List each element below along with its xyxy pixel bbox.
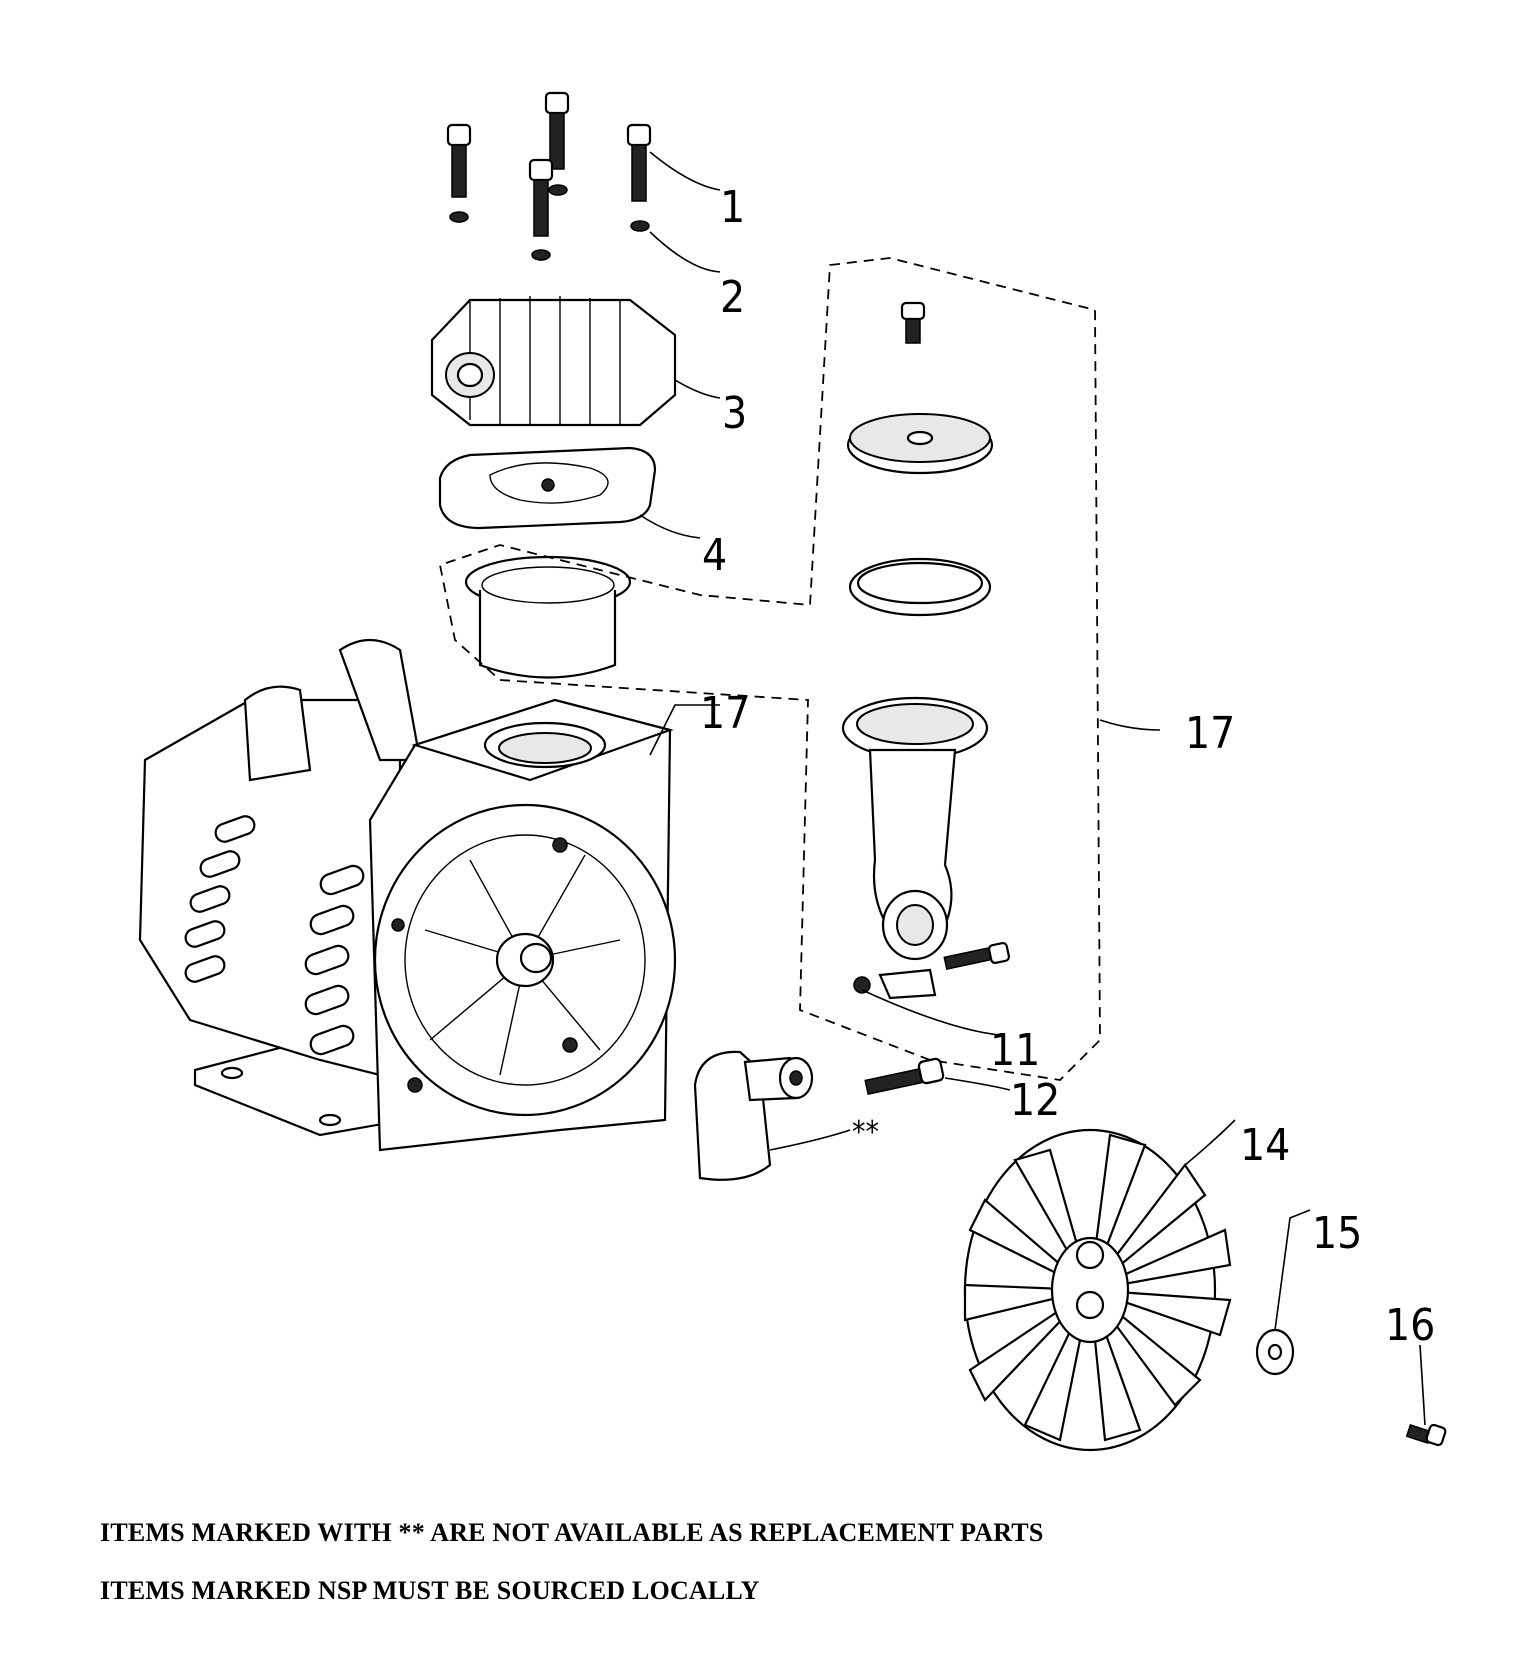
- bolt-c: [626, 123, 652, 202]
- motor-crankcase-assembly: [138, 639, 677, 1152]
- valve-plate: [438, 446, 657, 530]
- callout-15: 15: [1312, 1208, 1362, 1259]
- callout-14: 14: [1240, 1120, 1290, 1171]
- callout-16: 16: [1385, 1300, 1435, 1351]
- rod-bolt: [943, 941, 1011, 970]
- piston-cup: [848, 557, 992, 617]
- fan-washer: [1255, 1328, 1295, 1376]
- bolt-b: [544, 91, 570, 170]
- cooling-fan: [963, 1128, 1232, 1452]
- callout-11: 11: [990, 1025, 1040, 1076]
- leader-lines: [639, 151, 1426, 1426]
- motor-slots: [184, 815, 365, 1056]
- callout-not-available: **: [852, 1115, 879, 1150]
- bolt-d: [528, 158, 554, 237]
- callout-4: 4: [702, 530, 727, 581]
- piston-screw: [900, 301, 926, 344]
- retainer-disc: [846, 413, 994, 475]
- cylinder-sleeve: [464, 555, 632, 679]
- note-not-available: ITEMS MARKED WITH ** ARE NOT AVAILABLE A…: [100, 1518, 1044, 1547]
- kit-boundary: [438, 257, 1101, 1081]
- connecting-rod: [841, 696, 989, 1000]
- washers: [449, 184, 650, 261]
- fan-screw: [1405, 1423, 1447, 1447]
- eccentric-bolt: [864, 1057, 945, 1095]
- callout-labels: 1 2 3 4 17 17 11 12 ** 14 15 16: [700, 182, 1435, 1351]
- rod-nut: [853, 976, 871, 994]
- head-bolts: [446, 91, 652, 237]
- callout-1: 1: [720, 182, 745, 233]
- callout-2: 2: [720, 272, 745, 323]
- bolt-a: [446, 123, 472, 198]
- note-nsp: ITEMS MARKED NSP MUST BE SOURCED LOCALLY: [100, 1576, 760, 1605]
- cylinder-head: [430, 296, 677, 427]
- callout-3: 3: [722, 388, 747, 439]
- callout-17-kit: 17: [1185, 708, 1235, 759]
- crank-spokes: [424, 854, 621, 1076]
- callout-17-assembly: 17: [700, 688, 750, 739]
- callout-12: 12: [1010, 1075, 1060, 1126]
- eccentric-shaft: [693, 1050, 814, 1181]
